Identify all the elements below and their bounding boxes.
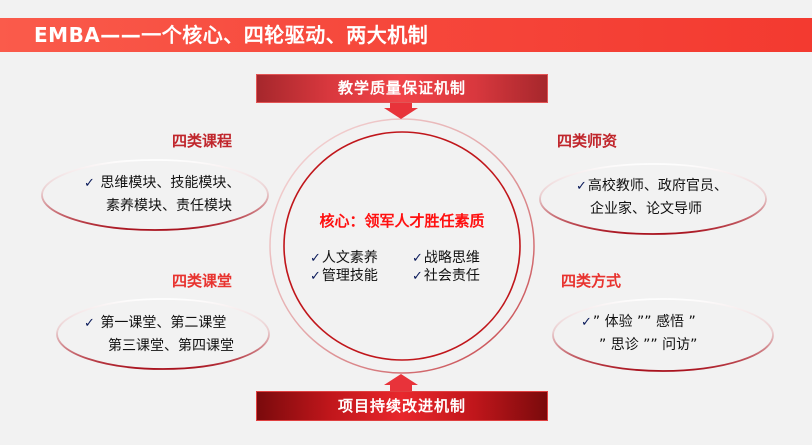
check-icon: ✓ <box>84 176 95 191</box>
up-arrow-icon <box>384 374 418 391</box>
core-item: ✓社会责任 <box>412 268 480 284</box>
methods-text: ✓” 体验 ”” 感悟 ” ” 思诊 ”” 问访” <box>581 314 698 353</box>
courses-ellipse <box>41 159 269 231</box>
classrooms-ellipse <box>56 298 270 370</box>
check-icon: ✓ <box>310 269 321 284</box>
core-item: ✓战略思维 <box>412 250 480 266</box>
check-icon: ✓ <box>412 251 423 266</box>
check-icon: ✓ <box>581 315 592 330</box>
classrooms-text: ✓ 第一课堂、第二课堂 第三课堂、第四课堂 <box>84 315 234 354</box>
core-item: ✓管理技能 <box>310 268 378 284</box>
core-item: ✓人文素养 <box>310 250 378 266</box>
outer-ring <box>269 118 535 374</box>
check-icon: ✓ <box>84 316 95 331</box>
down-arrow-icon <box>384 103 418 119</box>
check-icon: ✓ <box>576 179 587 194</box>
core-competency-list: ✓人文素养 ✓战略思维 ✓管理技能 ✓社会责任 <box>310 250 500 285</box>
classrooms-title: 四类课堂 <box>172 272 233 290</box>
check-icon: ✓ <box>310 251 321 266</box>
core-title: 核心：领军人才胜任素质 <box>319 212 485 230</box>
methods-ellipse <box>552 298 774 372</box>
faculty-text: ✓高校教师、政府官员、 企业家、论文导师 <box>576 178 728 217</box>
methods-title: 四类方式 <box>561 272 622 290</box>
check-icon: ✓ <box>412 269 423 284</box>
faculty-ellipse <box>539 163 767 235</box>
continuous-improvement-banner: 项目持续改进机制 <box>256 391 548 421</box>
header-bar: EMBA——一个核心、四轮驱动、两大机制 <box>0 18 812 52</box>
faculty-title: 四类师资 <box>557 132 618 150</box>
courses-text: ✓ 思维模块、技能模块、 素养模块、责任模块 <box>84 175 241 214</box>
page-title: EMBA——一个核心、四轮驱动、两大机制 <box>34 23 429 47</box>
courses-title: 四类课程 <box>172 132 233 150</box>
quality-assurance-banner: 教学质量保证机制 <box>256 74 548 103</box>
core-circle <box>283 131 521 361</box>
